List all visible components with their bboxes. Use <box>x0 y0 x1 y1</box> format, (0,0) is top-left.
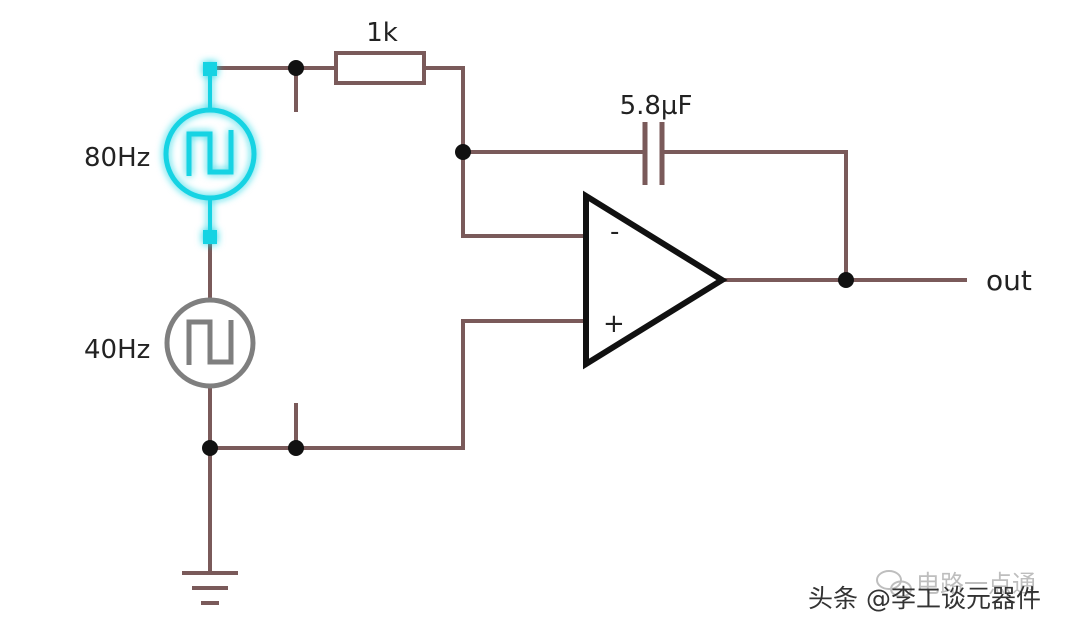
wechat-icon <box>876 570 912 598</box>
junction-node <box>838 272 854 288</box>
watermark-channel: 电路一点通 <box>916 570 1036 598</box>
op-amp[interactable]: - + <box>583 190 728 370</box>
square-wave-icon <box>186 319 234 365</box>
junction-node <box>288 440 304 456</box>
capacitor-label: 5.8µF <box>620 91 693 121</box>
terminal-handle-top[interactable] <box>203 62 217 76</box>
terminal-handle-bottom[interactable] <box>203 230 217 244</box>
output-label: out <box>986 264 1032 297</box>
junction-nodes <box>202 60 854 456</box>
junction-node <box>202 440 218 456</box>
watermark: 电路一点通 <box>876 570 1036 598</box>
capacitor[interactable]: 5.8µF <box>620 91 693 185</box>
source-80hz-label: 80Hz <box>84 143 150 173</box>
junction-node <box>455 144 471 160</box>
source-40hz[interactable]: 40Hz <box>84 297 256 389</box>
op-amp-minus-label: - <box>610 217 619 247</box>
watermark-author: 头条 @李工谈元器件 <box>808 584 1041 613</box>
junction-node <box>288 60 304 76</box>
source-80hz[interactable]: 80Hz <box>84 62 257 244</box>
op-amp-plus-label: + <box>603 309 625 339</box>
resistor-label: 1k <box>366 18 398 48</box>
square-wave-icon <box>186 130 234 176</box>
resistor[interactable]: 1k <box>334 18 426 85</box>
wire-bottom <box>208 319 588 450</box>
wire-capacitor-feedback <box>662 150 848 282</box>
ground-icon <box>182 571 238 605</box>
source-40hz-label: 40Hz <box>84 335 150 365</box>
